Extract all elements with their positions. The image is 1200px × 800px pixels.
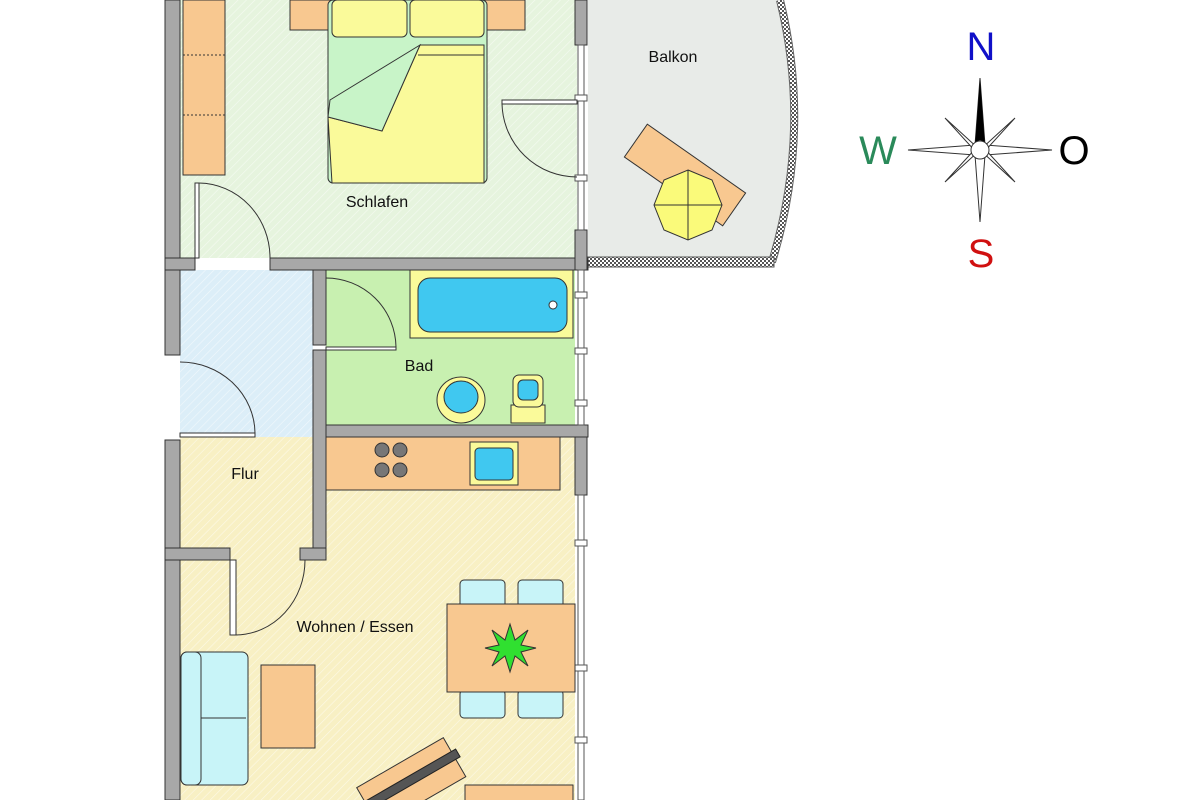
walls [164,0,589,800]
compass-east: O [1058,129,1089,173]
windows [574,44,588,800]
room-label-balkon: Balkon [649,49,698,66]
wardrobe [182,0,226,176]
bathtub [409,269,574,339]
sideboard [464,784,574,800]
coffee-table [260,664,316,749]
dining-set [446,579,576,719]
compass-north: N [967,25,996,69]
parasol [653,169,723,241]
compass-south: S [968,232,995,276]
doors [179,99,578,636]
plant-icon [484,622,537,674]
kitchen-counter [325,436,561,491]
compass-rose: N S W O [859,25,1089,276]
room-label-bad: Bad [405,358,433,375]
room-label-flur: Flur [231,466,259,483]
sofa [180,651,249,786]
compass-west: W [859,129,897,173]
room-label-schlafen: Schlafen [346,194,408,211]
tv-unit [356,736,467,800]
bed [289,0,526,184]
toilet [510,374,546,424]
room-label-wohnen: Wohnen / Essen [296,619,413,636]
washbasin [436,376,486,424]
